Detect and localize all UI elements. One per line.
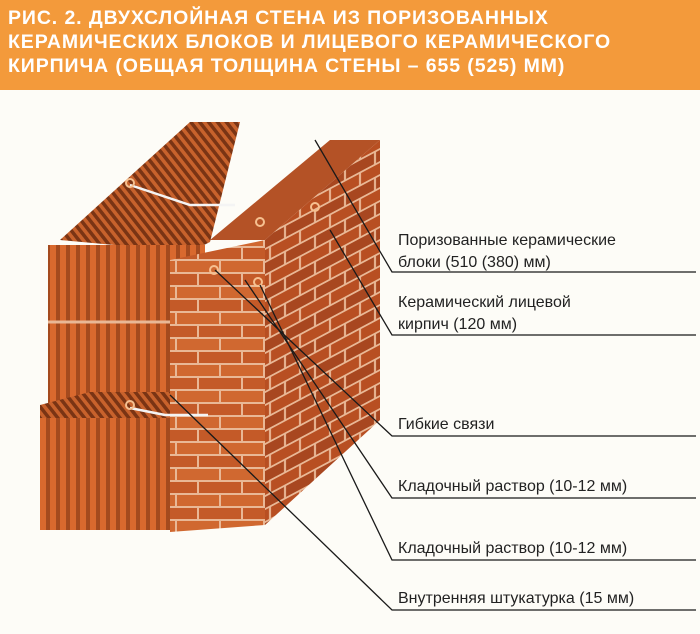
label-mortar-2: Кладочный раствор (10-12 мм) (398, 538, 627, 560)
label-porous-blocks-line-2: блоки (510 (380) мм) (398, 254, 551, 271)
leader-mortar-1 (244, 279, 696, 499)
label-facing-brick-line-2: кирпич (120 мм) (398, 316, 518, 333)
label-porous-blocks-line-1: Поризованные керамические (398, 232, 616, 249)
label-flexible-ties-line-1: Гибкие связи (398, 416, 495, 433)
label-facing-brick: Керамический лицевой кирпич (120 мм) (398, 292, 571, 336)
brick-side-face (265, 140, 380, 525)
label-mortar-1: Кладочный раствор (10-12 мм) (398, 476, 627, 498)
flexible-ties (129, 183, 235, 417)
tie-upper (129, 183, 235, 207)
leader-mortar-2 (259, 284, 696, 561)
figure-title-line-1: РИС. 2. ДВУХСЛОЙНАЯ СТЕНА ИЗ ПОРИЗОВАННЫ… (8, 7, 549, 29)
brick-front-face (170, 240, 265, 532)
leader-blocks (314, 139, 696, 273)
figure-title-line-3: КИРПИЧА (ОБЩАЯ ТОЛЩИНА СТЕНЫ – 655 (525)… (8, 55, 566, 77)
label-plaster: Внутренняя штукатурка (15 мм) (398, 588, 634, 610)
leader-flexible-ties (214, 269, 696, 437)
blocks-top-hatching (60, 122, 240, 252)
label-facing-brick-line-1: Керамический лицевой (398, 294, 571, 311)
leader-facing-brick (329, 229, 696, 336)
label-plaster-line-1: Внутренняя штукатурка (15 мм) (398, 590, 635, 607)
figure-title: РИС. 2. ДВУХСЛОЙНАЯ СТЕНА ИЗ ПОРИЗОВАННЫ… (0, 0, 700, 90)
leader-plaster (169, 394, 696, 611)
label-flexible-ties: Гибкие связи (398, 414, 494, 436)
brick-top (210, 140, 380, 240)
label-mortar-2-line-1: Кладочный раствор (10-12 мм) (398, 540, 628, 557)
leader-lines (169, 139, 696, 611)
label-mortar-1-line-1: Кладочный раствор (10-12 мм) (398, 478, 628, 495)
tie-lower (129, 406, 208, 417)
figure-title-line-2: КЕРАМИЧЕСКИХ БЛОКОВ И ЛИЦЕВОГО КЕРАМИЧЕС… (8, 31, 612, 53)
tie-loops (125, 178, 320, 410)
facing-brick (170, 140, 380, 532)
blocks-lower-face (40, 418, 190, 530)
label-porous-blocks: Поризованные керамические блоки (510 (38… (398, 230, 616, 274)
blocks-upper-face (48, 245, 205, 408)
